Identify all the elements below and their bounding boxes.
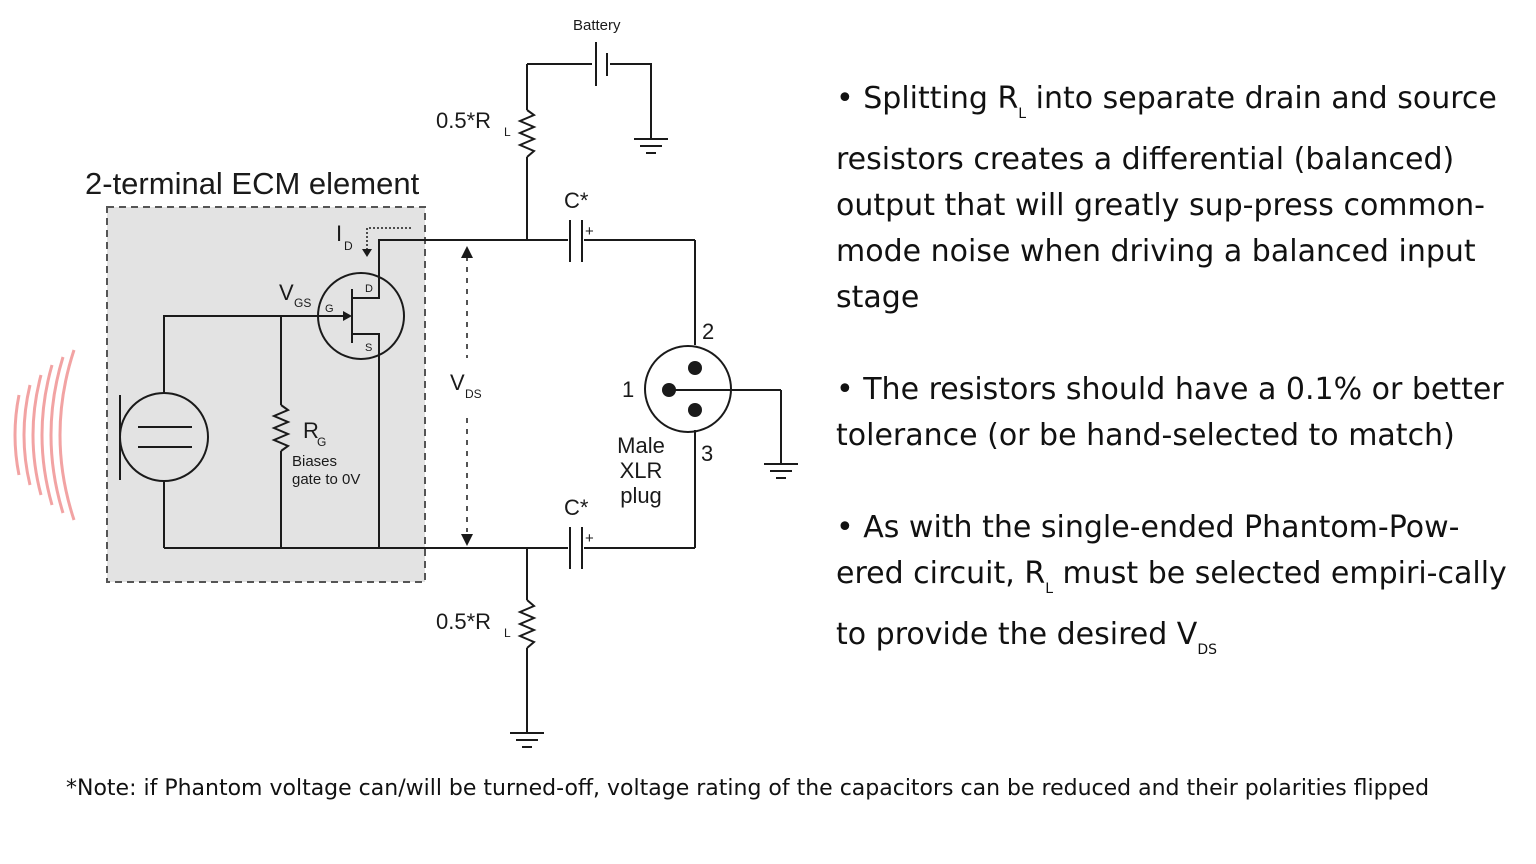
battery-icon <box>595 42 608 86</box>
rg-sub: G <box>317 435 326 449</box>
fet-drain-label: D <box>365 283 373 295</box>
bullet-3-text-cont: must be selected empiri-cally to provide… <box>836 556 1507 652</box>
xlr-pin2-label: 2 <box>702 319 714 344</box>
fet-source-label: S <box>365 342 372 354</box>
ecm-wiring <box>163 239 695 549</box>
resistor-bottom-label: 0.5*R <box>436 609 491 634</box>
footnote: *Note: if Phantom voltage can/will be tu… <box>66 776 1430 801</box>
bullet-2: • The resistors should have a 0.1% or be… <box>836 367 1516 459</box>
ecm-element-box <box>106 206 426 583</box>
vds-label: V <box>450 370 465 395</box>
bullet-1-sub: L <box>1018 106 1027 122</box>
fet-gate-label: G <box>325 303 334 315</box>
xlr-label-line2: XLR <box>620 458 663 483</box>
cap-top-label: C* <box>564 188 589 213</box>
xlr-pin1-label: 1 <box>622 377 634 402</box>
capacitor-bottom-icon <box>568 527 584 569</box>
rg-resistor-icon <box>271 404 291 452</box>
ground-icon-bottom <box>510 732 544 748</box>
ground-icon-xlr <box>764 463 798 479</box>
vgs-label: V <box>279 280 294 305</box>
vgs-sub: GS <box>294 296 311 310</box>
bullet-1-text-cont: into separate drain and source resistors… <box>836 81 1497 315</box>
explanation-bullets: • Splitting RL into separate drain and s… <box>836 76 1516 719</box>
battery-label: Battery <box>573 17 621 34</box>
xlr-plug-icon <box>644 345 781 433</box>
xlr-pin3-label: 3 <box>701 441 713 466</box>
sound-waves-icon <box>13 349 76 521</box>
resistor-top-label: 0.5*R <box>436 108 491 133</box>
bullet-2-text: • The resistors should have a 0.1% or be… <box>836 372 1504 453</box>
bullet-3-sub2: DS <box>1197 642 1217 658</box>
xlr-label-line3: plug <box>620 483 662 508</box>
id-sub: D <box>344 239 353 253</box>
id-arrow-icon <box>366 227 411 249</box>
rg-note-line2: gate to 0V <box>292 471 360 488</box>
bullet-1-text: • Splitting R <box>836 81 1019 116</box>
rg-note-line1: Biases <box>292 453 337 470</box>
resistor-bottom-icon <box>517 599 537 649</box>
cap-top-plus: + <box>585 223 594 240</box>
ecm-title: 2-terminal ECM element <box>85 166 420 201</box>
vds-sub: DS <box>465 387 482 401</box>
resistor-top-sub: L <box>504 125 511 139</box>
cap-bottom-label: C* <box>564 495 589 520</box>
cap-bottom-plus: + <box>585 530 594 547</box>
ground-icon-battery <box>634 138 668 154</box>
jfet-icon <box>317 272 405 360</box>
resistor-bottom-sub: L <box>504 626 511 640</box>
bullet-3: • As with the single-ended Phantom-Pow-e… <box>836 505 1516 673</box>
xlr-label-line1: Male <box>617 433 665 458</box>
bullet-3-text: • As with the single-ended Phantom-Pow-e… <box>836 510 1460 591</box>
id-label: I <box>336 221 342 246</box>
resistor-top-icon <box>517 109 537 158</box>
capacitor-top-icon <box>568 220 584 262</box>
bullet-1: • Splitting RL into separate drain and s… <box>836 76 1516 321</box>
bullet-3-sub: L <box>1045 581 1054 597</box>
rg-label: R <box>303 418 319 443</box>
